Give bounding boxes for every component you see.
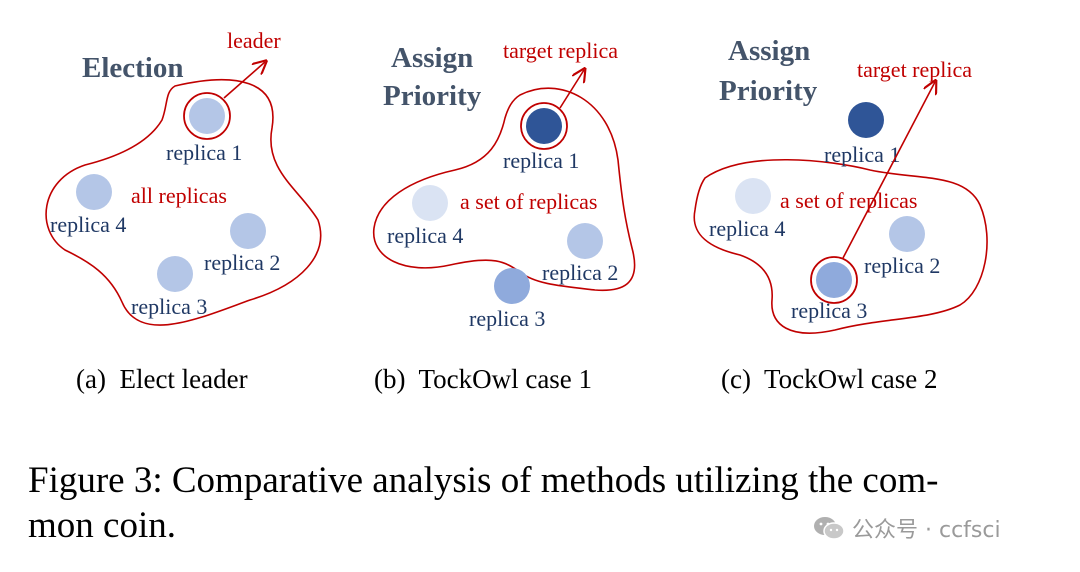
panel-a-replica-4-label: replica 4: [50, 212, 126, 237]
panel-b-replica-4-label: replica 4: [387, 223, 463, 248]
panel-c-replica-3-label: replica 3: [791, 298, 867, 323]
panel-c-replica-1-label: replica 1: [824, 142, 900, 167]
panel-b-replica-1-node: [526, 108, 562, 144]
panel-c-replica-1-node: [848, 102, 884, 138]
panel-b-pointer-label: target replica: [503, 38, 618, 63]
panel-a-replica-2-node: [230, 213, 266, 249]
panel-c-replica-2-node: [889, 216, 925, 252]
panel-a-group-label: all replicas: [131, 183, 227, 208]
panel-c-replica-3-node: [816, 262, 852, 298]
panel-a-pointer-label: leader: [227, 28, 281, 53]
panel-a-replica-3-node: [157, 256, 193, 292]
panel-c-title-line-2: Priority: [719, 75, 818, 107]
panel-b-replica-2-node: [567, 223, 603, 259]
watermark-text: 公众号 · ccfsci: [852, 518, 1001, 543]
panel-a-replica-1-node: [189, 98, 225, 134]
panel-a-subcaption: (a) Elect leader: [76, 364, 248, 394]
panel-c-subcaption: (c) TockOwl case 2: [721, 364, 938, 394]
panel-c-replica-3-highlight-ring: [810, 256, 858, 304]
panel-c-title-line-1: Assign: [728, 35, 810, 67]
panel-a-title-line-1: Election: [82, 52, 184, 84]
panel-b-replica-2-label: replica 2: [542, 260, 618, 285]
panel-a: Election replica 1 replica 2 replica 3 r…: [45, 28, 322, 394]
panel-b-pointer-arrow: [559, 70, 584, 109]
figure-caption: Figure 3: Comparative analysis of method…: [28, 458, 1058, 548]
panel-b-replica-4-node: [412, 185, 448, 221]
panel-b-title-line-2: Priority: [383, 80, 482, 112]
panel-a-replica-3-label: replica 3: [131, 294, 207, 319]
panel-c-pointer-arrow: [842, 82, 935, 259]
watermark: 公众号 · ccfsci: [812, 512, 1001, 544]
panel-a-replica-2-label: replica 2: [204, 250, 280, 275]
panel-c-replica-4-label: replica 4: [709, 216, 785, 241]
panel-a-replica-1-label: replica 1: [166, 140, 242, 165]
wechat-icon: [814, 517, 845, 540]
panel-c-group-outline: [693, 158, 988, 334]
panel-b-replica-3-label: replica 3: [469, 306, 545, 331]
panel-a-group-outline: [45, 79, 322, 326]
panel-c: Assign Priority replica 1 replica 2 repl…: [693, 35, 988, 394]
panel-b-group-outline: [373, 87, 636, 292]
panel-c-replica-4-node: [735, 178, 771, 214]
panel-c-pointer-label: target replica: [857, 57, 972, 82]
panel-c-group-label: a set of replicas: [780, 188, 917, 213]
panel-a-replica-4-node: [76, 174, 112, 210]
panel-b-replica-3-node: [494, 268, 530, 304]
panel-b-group-label: a set of replicas: [460, 189, 597, 214]
panel-b-replica-1-highlight-ring: [520, 102, 568, 150]
panel-b-replica-1-label: replica 1: [503, 148, 579, 173]
panel-a-pointer-arrow: [223, 62, 265, 99]
panel-b-subcaption: (b) TockOwl case 1: [374, 364, 592, 394]
figure-caption-line-1: Figure 3: Comparative analysis of method…: [28, 460, 939, 501]
figure-caption-line-2: mon coin.: [28, 505, 176, 546]
panel-b-title-line-1: Assign: [391, 42, 473, 74]
panel-b: Assign Priority replica 1 replica 2 repl…: [373, 38, 636, 394]
panel-a-replica-1-highlight-ring: [183, 92, 231, 140]
panel-c-replica-2-label: replica 2: [864, 253, 940, 278]
